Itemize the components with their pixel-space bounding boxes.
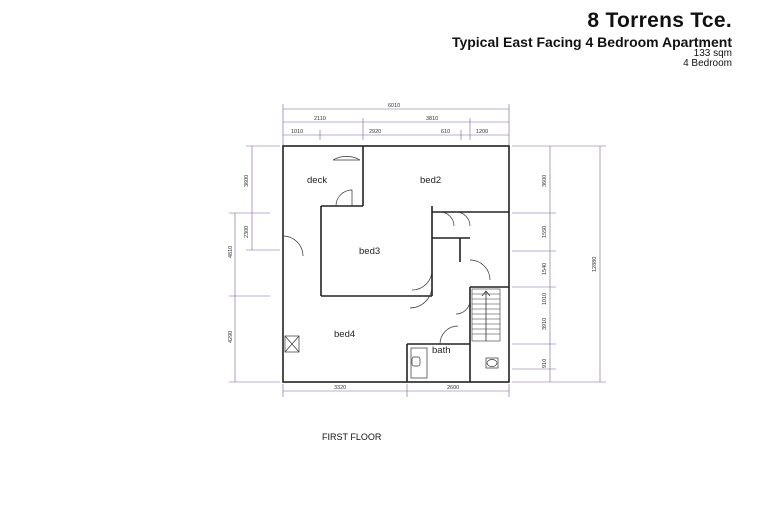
dim-right-910: 910 [542, 359, 548, 368]
shower-fixture [410, 347, 428, 379]
dim-right-1550: 1550 [542, 226, 548, 238]
bed2-door [335, 189, 353, 207]
dim-top-2110: 2110 [314, 116, 326, 122]
dim-bottom-3320: 3320 [334, 385, 346, 391]
dim-bottom-2600: 2600 [447, 385, 459, 391]
bath-door [439, 325, 459, 345]
walls [282, 145, 510, 383]
wardrobe-doors [439, 211, 471, 227]
apartment-subtitle: Typical East Facing 4 Bedroom Apartment [451, 34, 732, 50]
hall-door [409, 285, 433, 309]
dim-left-4290: 4290 [228, 331, 234, 343]
dim-right-3910: 3910 [542, 318, 548, 330]
room-label-bed4: bed4 [334, 329, 355, 340]
doors [282, 156, 491, 345]
dim-top-610: 610 [441, 129, 450, 135]
laundry-fixture [284, 335, 300, 353]
dim-top-2920: 2920 [369, 129, 381, 135]
project-title: 8 Torrens Tce. [587, 9, 732, 32]
dim-top-1200: 1200 [476, 129, 488, 135]
room-label-bed2: bed2 [420, 175, 441, 186]
basin-fixture [486, 359, 498, 367]
bed3-east-door [411, 269, 433, 291]
dim-left-3600: 3600 [244, 175, 250, 187]
dim-right-1540: 1540 [542, 263, 548, 275]
dim-top-overall: 6010 [388, 103, 400, 109]
dim-right-1010: 1010 [542, 293, 548, 305]
room-label-bed3: bed3 [359, 246, 380, 257]
room-label-deck: deck [307, 175, 327, 186]
exterior-wall [282, 145, 510, 383]
area-label: 133 sqm [693, 48, 732, 59]
dim-left-2300: 2300 [244, 226, 250, 238]
dim-top-1010: 1010 [291, 129, 303, 135]
room-label-bath: bath [432, 345, 451, 356]
bed3-west-door [282, 235, 304, 257]
staircase [471, 288, 501, 342]
dim-right-overall: 12880 [592, 257, 598, 272]
stair-door [469, 259, 491, 281]
dim-top-3810: 3810 [426, 116, 438, 122]
bedroom-count-label: 4 Bedroom [683, 58, 732, 69]
floor-label: FIRST FLOOR [322, 432, 382, 442]
dim-right-3600: 3600 [542, 175, 548, 187]
dim-left-4810: 4810 [228, 246, 234, 258]
bed4-door [455, 299, 471, 315]
deck-door [332, 156, 361, 161]
fixtures [284, 335, 499, 379]
dimension-lines [229, 104, 606, 397]
